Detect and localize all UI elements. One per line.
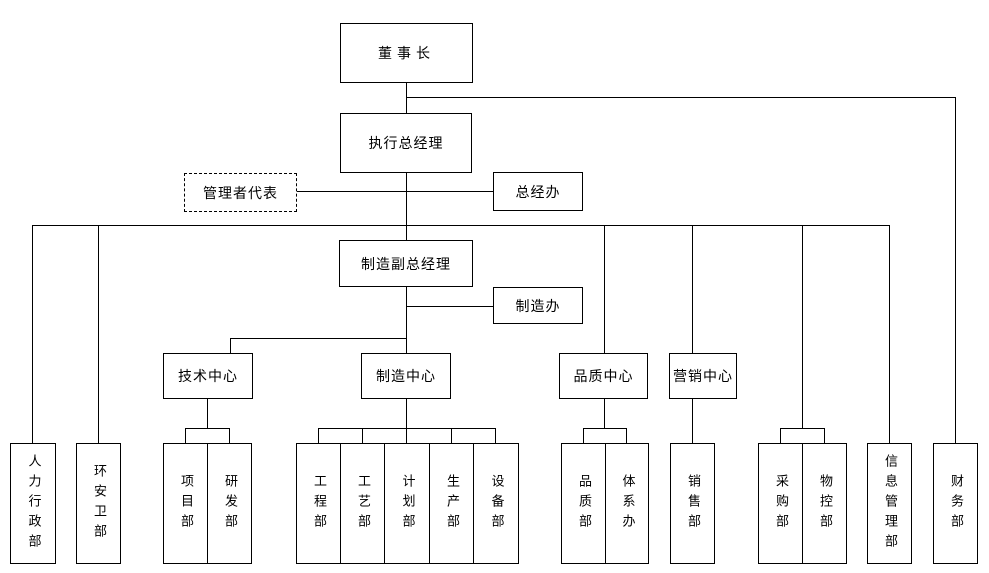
org-node-sales-dept: 销售部 xyxy=(670,443,715,564)
org-node-equipment-dept: 设备部 xyxy=(473,443,519,564)
org-node-quality-dept: 品质部 xyxy=(561,443,606,564)
connector-line xyxy=(297,191,493,192)
connector-line xyxy=(824,428,825,443)
org-node-label: 执行总经理 xyxy=(368,136,444,152)
org-node-label: 人力行政部 xyxy=(25,453,41,554)
org-node-engineering-dept: 工程部 xyxy=(296,443,341,564)
connector-line xyxy=(230,338,406,339)
org-node-label: 研发部 xyxy=(222,473,237,534)
org-node-label: 计划部 xyxy=(399,473,415,534)
org-node-label: 环安卫部 xyxy=(91,463,106,544)
connector-line xyxy=(451,428,452,443)
org-node-gm-office: 总经办 xyxy=(493,172,583,211)
connector-line xyxy=(802,225,803,428)
connector-line xyxy=(780,428,781,443)
org-node-label: 设备部 xyxy=(488,473,504,534)
connector-line xyxy=(495,428,496,443)
connector-line xyxy=(32,225,890,226)
org-node-information-management-dept: 信息管理部 xyxy=(867,443,912,564)
org-node-finance-dept: 财务部 xyxy=(933,443,978,564)
org-node-marketing-center: 营销中心 xyxy=(669,353,737,399)
org-node-label: 品质部 xyxy=(576,473,591,534)
connector-line xyxy=(32,225,33,443)
org-node-manufacturing-office: 制造办 xyxy=(493,287,583,324)
org-node-label: 工艺部 xyxy=(355,473,370,534)
org-node-label: 体系办 xyxy=(619,473,635,534)
org-node-label: 技术中心 xyxy=(178,369,238,385)
org-node-label: 物控部 xyxy=(817,473,832,534)
org-node-material-control-dept: 物控部 xyxy=(802,443,847,564)
connector-line xyxy=(692,225,693,443)
connector-line xyxy=(185,428,230,429)
org-node-label: 制造办 xyxy=(515,298,561,315)
org-node-label: 销售部 xyxy=(685,473,700,534)
org-node-process-dept: 工艺部 xyxy=(340,443,385,564)
connector-line xyxy=(207,398,208,428)
connector-line xyxy=(889,225,890,443)
org-node-label: 总经办 xyxy=(515,184,561,201)
connector-line xyxy=(406,306,493,307)
org-node-label: 制造中心 xyxy=(376,369,436,385)
org-node-chairman: 董事长 xyxy=(340,23,473,83)
org-node-management-representative: 管理者代表 xyxy=(184,173,297,212)
connector-line xyxy=(229,428,230,443)
connector-line xyxy=(583,428,584,443)
org-node-system-office: 体系办 xyxy=(605,443,649,564)
connector-line xyxy=(626,428,627,443)
org-node-quality-center: 品质中心 xyxy=(559,353,648,399)
org-node-hr-admin-dept: 人力行政部 xyxy=(10,443,56,564)
connector-line xyxy=(318,428,319,443)
connector-line xyxy=(362,428,363,443)
org-node-production-dept: 生产部 xyxy=(429,443,474,564)
org-node-label: 信息管理部 xyxy=(882,453,897,554)
org-node-label: 采购部 xyxy=(773,473,788,534)
org-node-label: 营销中心 xyxy=(673,369,733,385)
org-node-ehs-dept: 环安卫部 xyxy=(76,443,121,564)
org-node-planning-dept: 计划部 xyxy=(384,443,430,564)
connector-line xyxy=(604,225,605,428)
connector-line xyxy=(230,338,231,354)
connector-line xyxy=(185,428,186,443)
org-node-label: 项目部 xyxy=(178,473,193,534)
org-node-manufacturing-vice-gm: 制造副总经理 xyxy=(339,240,473,287)
connector-line xyxy=(583,428,627,429)
org-node-rnd-dept: 研发部 xyxy=(207,443,252,564)
org-node-technology-center: 技术中心 xyxy=(163,353,253,399)
connector-line xyxy=(955,97,956,443)
org-node-project-dept: 项目部 xyxy=(163,443,208,564)
org-node-label: 管理者代表 xyxy=(203,185,278,202)
org-node-label: 董事长 xyxy=(378,46,435,62)
connector-line xyxy=(98,225,99,443)
org-node-manufacturing-center: 制造中心 xyxy=(361,353,451,399)
org-node-label: 财务部 xyxy=(948,473,963,534)
connector-line xyxy=(406,97,955,98)
org-node-label: 工程部 xyxy=(311,473,326,534)
org-node-label: 制造副总经理 xyxy=(361,256,451,273)
org-node-executive-gm: 执行总经理 xyxy=(340,113,472,173)
org-node-label: 生产部 xyxy=(444,473,459,534)
connector-line xyxy=(318,428,496,429)
org-node-purchasing-dept: 采购部 xyxy=(758,443,803,564)
org-node-label: 品质中心 xyxy=(573,369,634,385)
connector-line xyxy=(780,428,825,429)
